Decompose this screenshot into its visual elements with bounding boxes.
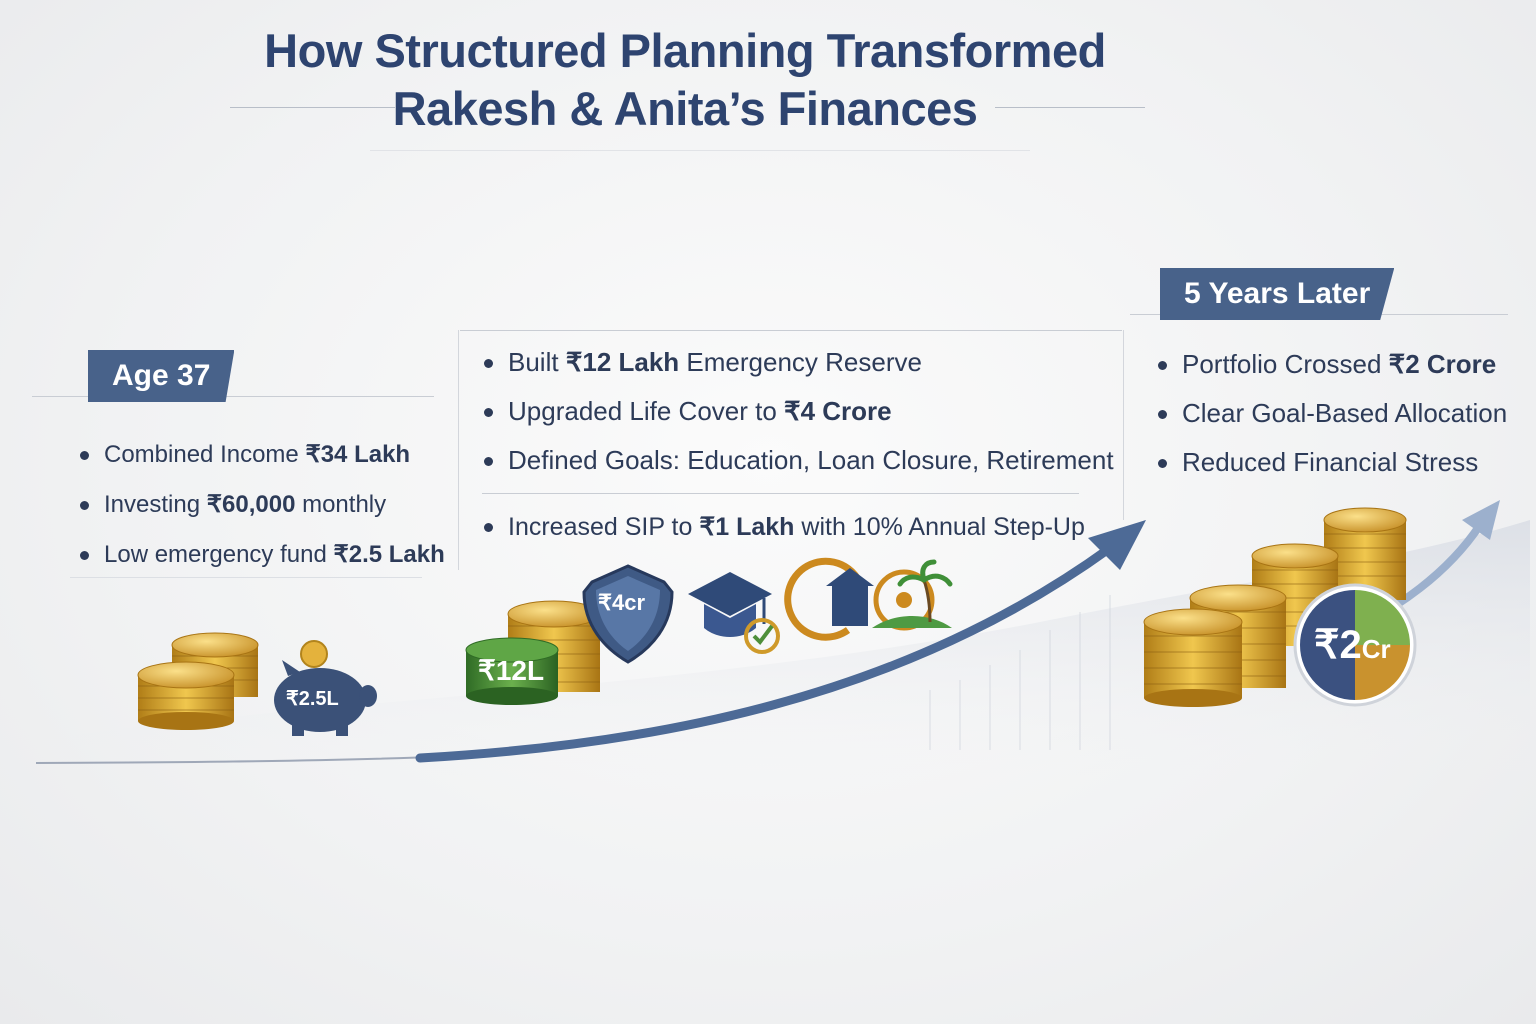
divider-left-tag [32,396,434,397]
tag-age-37: Age 37 [88,350,235,402]
pie-label-unit: Cr [1361,634,1391,664]
tag-5-years-later: 5 Years Later [1160,268,1395,320]
title-line-1: How Structured Planning Transformed [264,24,1106,77]
floor-shadow [40,520,1530,780]
middle-item-text: Defined Goals: Education, Loan Closure, … [508,445,1114,475]
left-item-text: Combined Income [104,441,306,468]
left-item-text: Low emergency fund [104,541,334,568]
right-arrow-head [1462,500,1500,540]
right-item-text: Reduced Financial Stress [1182,447,1479,477]
middle-item-goals: Defined Goals: Education, Loan Closure, … [482,436,1114,485]
middle-item-reserve: Built ₹12 Lakh Emergency Reserve [482,338,1114,387]
coin-stacks-left [137,632,259,730]
shield-label: ₹4cr [598,590,646,615]
emergency-coin-label: ₹12L [478,655,545,686]
divider-middle-goals [482,493,1079,494]
divider-middle-left [458,330,459,570]
right-item-value: ₹2 Crore [1388,349,1497,379]
piggy-label: ₹2.5L [286,688,339,710]
pie-label-main: ₹2 [1314,623,1362,667]
home-loan-icon [784,557,874,641]
right-item-allocation: Clear Goal-Based Allocation [1156,389,1507,438]
left-item-value: ₹2.5 Lakh [333,541,445,568]
pie-label: ₹2Cr [1314,622,1391,668]
shield-icon [582,564,674,664]
middle-item-text-end: Emergency Reserve [679,347,922,377]
left-item-value: ₹34 Lakh [305,441,411,468]
title-rule-left [230,107,395,108]
divider-left-bottom [70,577,422,578]
right-list: Portfolio Crossed ₹2 Crore Clear Goal-Ba… [1156,340,1507,487]
right-item-text: Portfolio Crossed [1182,349,1389,379]
left-item-emergency: Low emergency fund ₹2.5 Lakh [78,530,445,580]
growth-arrow [415,543,1115,763]
coin-stacks-right [1143,507,1407,707]
background-bars [929,595,1111,750]
piggy-bank-icon [274,640,377,736]
divider-middle-right [1123,330,1124,520]
graduation-cap-icon [688,572,780,654]
right-item-portfolio: Portfolio Crossed ₹2 Crore [1156,340,1507,389]
middle-list: Built ₹12 Lakh Emergency Reserve Upgrade… [482,338,1114,485]
sip-text-end: with 10% Annual Step-Up [794,513,1085,541]
middle-item-sip: Increased SIP to ₹1 Lakh with 10% Annual… [482,504,1085,550]
middle-sip-list: Increased SIP to ₹1 Lakh with 10% Annual… [482,504,1085,550]
left-item-text: Investing [104,491,207,518]
left-item-text-end: monthly [295,491,387,518]
sip-text: Increased SIP to [508,513,700,541]
left-item-income: Combined Income ₹34 Lakh [78,430,445,480]
right-item-text: Clear Goal-Based Allocation [1182,398,1508,428]
page-title: How Structured Planning Transformed Rake… [0,22,1370,138]
middle-item-value: ₹12 Lakh [565,347,680,377]
growth-arrow-head [1088,520,1146,570]
divider-top-middle [460,330,1122,331]
sip-value: ₹1 Lakh [699,513,795,541]
portfolio-pie-icon [1293,583,1417,707]
middle-item-text: Upgraded Life Cover to [508,396,785,426]
middle-item-life-cover: Upgraded Life Cover to ₹4 Crore [482,387,1114,436]
coin-stacks-middle [465,600,601,705]
right-item-stress: Reduced Financial Stress [1156,438,1507,487]
middle-item-value: ₹4 Crore [784,396,892,426]
middle-item-text: Built [508,347,566,377]
retirement-island-icon [872,559,953,631]
left-list: Combined Income ₹34 Lakh Investing ₹60,0… [78,430,445,580]
title-underline [370,150,1030,151]
left-item-investing: Investing ₹60,000 monthly [78,480,445,530]
title-rule-right [995,107,1145,108]
title-line-2: Rakesh & Anita’s Finances [392,82,978,135]
left-item-value: ₹60,000 [206,491,296,518]
